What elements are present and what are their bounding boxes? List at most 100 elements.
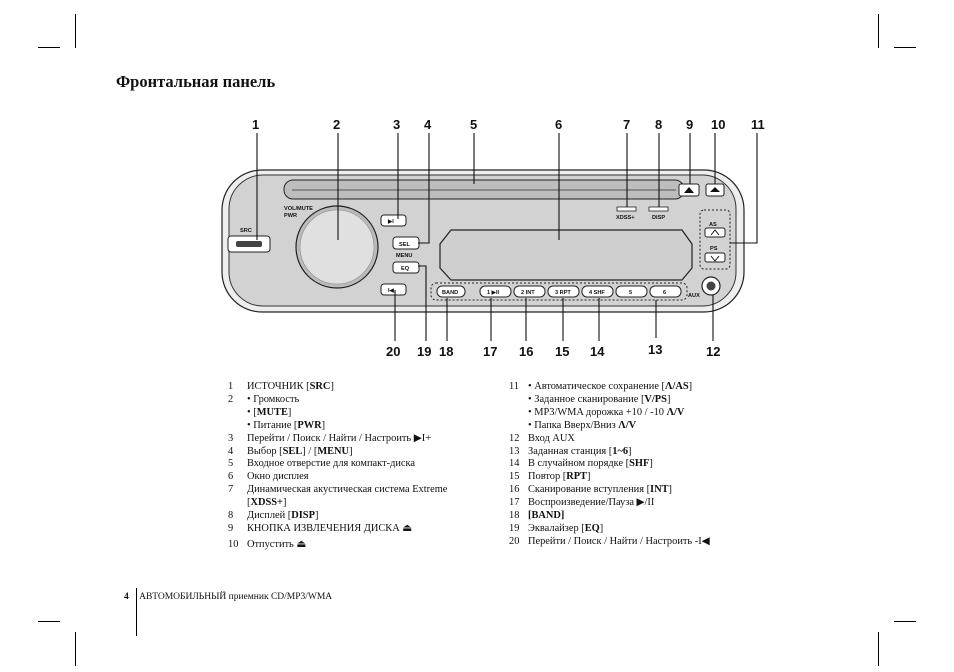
- svg-text:4 SHF: 4 SHF: [589, 290, 605, 296]
- preset-5-button: [615, 285, 648, 298]
- svg-text:▶I: ▶I: [387, 218, 394, 225]
- aux-label: AUX: [688, 293, 700, 299]
- legend-item-cont: [XDSS+]: [247, 497, 287, 509]
- band-label: BAND: [442, 290, 458, 296]
- page-number: 4: [124, 592, 129, 602]
- menu-label: MENU: [396, 253, 412, 259]
- callout-number: 10: [711, 117, 726, 132]
- legend-item-cont: • MP3/WMA дорожка +10 / -10 Λ/V: [528, 406, 685, 418]
- band-button: [436, 285, 466, 298]
- vol-mute-label: VOL/MUTE: [284, 206, 313, 212]
- svg-text:SEL: SEL: [399, 242, 410, 248]
- callout-number: 9: [686, 117, 694, 132]
- leader-lines: [256, 133, 758, 341]
- crop-mark: [38, 47, 60, 48]
- svg-text:2 INT: 2 INT: [521, 290, 535, 296]
- callout-number: 4: [424, 117, 432, 132]
- legend-item: 18[BAND]: [509, 510, 565, 522]
- callout-number: 5: [470, 117, 478, 132]
- callout-number: 2: [333, 117, 341, 132]
- footer-text: АВТОМОБИЛЬНЫЙ приемник CD/MP3/WMA: [139, 592, 333, 602]
- crop-mark: [38, 621, 60, 622]
- preset-6-button: [649, 285, 682, 298]
- crop-mark: [878, 632, 879, 666]
- as-ps-group: [699, 209, 731, 270]
- callout-number: 17: [483, 344, 498, 359]
- as-label: AS: [709, 222, 717, 228]
- svg-text:3 RPT: 3 RPT: [555, 290, 571, 296]
- callout-number: 7: [623, 117, 631, 132]
- callout-number: 6: [555, 117, 563, 132]
- callout-number: 20: [386, 344, 401, 359]
- crop-mark: [75, 632, 76, 666]
- xdss-label: XDSS+: [616, 215, 635, 221]
- preset-2-button: [513, 285, 546, 298]
- callout-number: 1: [252, 117, 260, 132]
- disp-button: [648, 206, 669, 212]
- legend-item-cont: • [MUTE]: [247, 406, 292, 418]
- svg-text:1 ▶II: 1 ▶II: [487, 289, 500, 296]
- preset-1-button: [479, 285, 512, 298]
- callout-number: 3: [393, 117, 401, 132]
- skip-forward-button: [380, 214, 407, 227]
- legend-item: 11• Автоматическое сохранение [Λ/AS]: [509, 381, 693, 392]
- callout-number: 11: [751, 117, 765, 132]
- footer-rule: [136, 588, 137, 636]
- preset-4-button: [581, 285, 614, 298]
- callout-number: 19: [417, 344, 432, 359]
- callout-number: 8: [655, 117, 663, 132]
- callout-number: 14: [590, 344, 605, 359]
- callout-number: 15: [555, 344, 570, 359]
- legend-item-cont: • Заданное сканирование [V/PS]: [528, 393, 671, 405]
- legend-right: 11• Автоматическое сохранение [Λ/AS] • З…: [509, 381, 710, 549]
- crop-mark: [894, 47, 916, 48]
- pwr-label: PWR: [284, 213, 297, 219]
- legend-item: 2• Громкость: [228, 393, 300, 405]
- ps-label: PS: [710, 246, 718, 252]
- as-up-button: [704, 227, 726, 238]
- src-label: SRC: [240, 228, 252, 234]
- eq-button: [392, 261, 420, 274]
- callout-number: 13: [648, 342, 663, 357]
- legend-item-cont: • Папка Вверх/Вниз Λ/V: [528, 419, 637, 431]
- callout-number: 18: [439, 344, 454, 359]
- crop-mark: [878, 14, 879, 48]
- legend-item-cont: • Питание [PWR]: [247, 419, 326, 431]
- display-window: [439, 229, 693, 281]
- callout-number: 16: [519, 344, 534, 359]
- skip-back-button: [380, 283, 407, 296]
- svg-text:EQ: EQ: [401, 266, 410, 272]
- disp-label: DISP: [652, 215, 665, 221]
- xdss-button: [616, 206, 637, 212]
- page-footer: 4 АВТОМОБИЛЬНЫЙ приемник CD/MP3/WMA: [124, 592, 332, 602]
- svg-text:5: 5: [629, 290, 632, 296]
- page-title: Фронтальная панель: [116, 72, 276, 91]
- svg-text:I◀: I◀: [388, 287, 395, 294]
- crop-mark: [75, 14, 76, 48]
- preset-strip: [430, 282, 688, 301]
- preset-3-button: [547, 285, 580, 298]
- crop-mark: [894, 621, 916, 622]
- callout-number: 12: [706, 344, 721, 359]
- ps-down-button: [704, 252, 726, 263]
- svg-text:6: 6: [663, 290, 666, 296]
